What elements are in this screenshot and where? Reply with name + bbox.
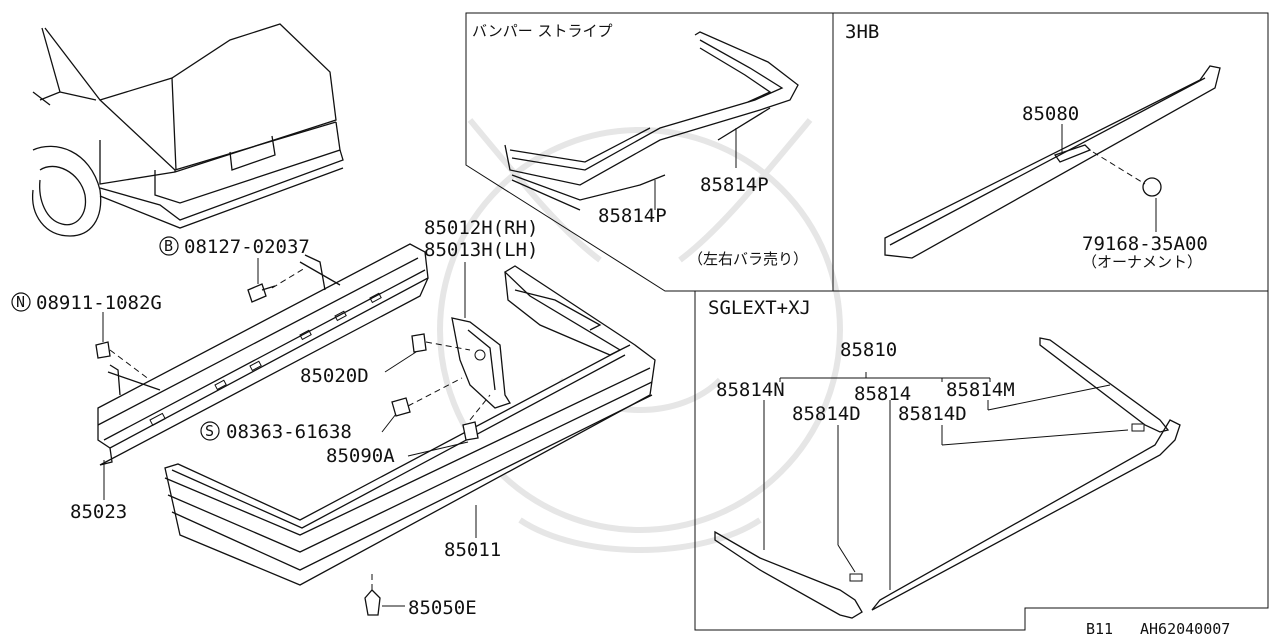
hb3-panel-title: 3HB [845, 21, 879, 43]
screw-marker-circle [200, 421, 220, 441]
hb3-drawing [884, 65, 1221, 259]
part-85020d: 85020D [300, 365, 369, 387]
part-85814d-right: 85814D [898, 403, 967, 425]
diagram-reference: AH62040007 [1140, 620, 1230, 638]
car-rear-sketch [32, 23, 344, 237]
sold-separately-note: （左右バラ売り） [688, 250, 808, 268]
part-85814d-left: 85814D [792, 403, 861, 425]
bolt-marker-letter: B [164, 237, 173, 255]
nut-marker-letter: N [16, 293, 25, 311]
part-85814m: 85814M [946, 379, 1015, 401]
callout-b: B 08127-02037 [159, 236, 310, 258]
part-85814n: 85814N [716, 379, 785, 401]
screw-marker-letter: S [205, 422, 214, 440]
part-85050e: 85050E [408, 597, 477, 619]
nut-marker-circle [11, 292, 31, 312]
fasteners [95, 267, 491, 616]
side-bracket [451, 317, 511, 409]
part-85080: 85080 [1022, 103, 1079, 125]
part-85090a: 85090A [326, 445, 395, 467]
part-85814: 85814 [854, 383, 911, 405]
sglext-drawing [714, 337, 1181, 619]
part-08911-1082g: 08911-1082G [36, 292, 162, 314]
part-85810: 85810 [840, 339, 897, 361]
part-85023: 85023 [70, 501, 127, 523]
beam-holes [149, 292, 382, 426]
part-85013h-lh: 85013H(LH) [424, 239, 538, 261]
watermark-emblem [437, 118, 843, 553]
group-code: B11 [1086, 620, 1113, 638]
part-08127-02037: 08127-02037 [184, 236, 310, 258]
part-79168-35a00: 79168-35A00 [1082, 233, 1208, 255]
sglext-panel-title: SGLEXT+XJ [708, 297, 811, 319]
part-85814p-lower: 85814P [598, 205, 667, 227]
bumper-fascia [164, 265, 656, 586]
stripe-drawing [504, 31, 799, 211]
part-85814p-upper: 85814P [700, 174, 769, 196]
reinforcement-beam [97, 243, 429, 466]
stripe-panel-title: バンパー ストライプ [472, 22, 613, 40]
part-08363-61638: 08363-61638 [226, 421, 352, 443]
part-85011: 85011 [444, 539, 501, 561]
callout-n: N 08911-1082G [11, 292, 162, 314]
ornament-note: （オーナメント） [1082, 253, 1202, 271]
part-85012h-rh: 85012H(RH) [424, 217, 538, 239]
callout-s: S 08363-61638 [200, 421, 352, 443]
panel-frames [465, 12, 1269, 631]
bolt-marker-circle [159, 236, 179, 256]
leader-lines-main [102, 258, 477, 607]
